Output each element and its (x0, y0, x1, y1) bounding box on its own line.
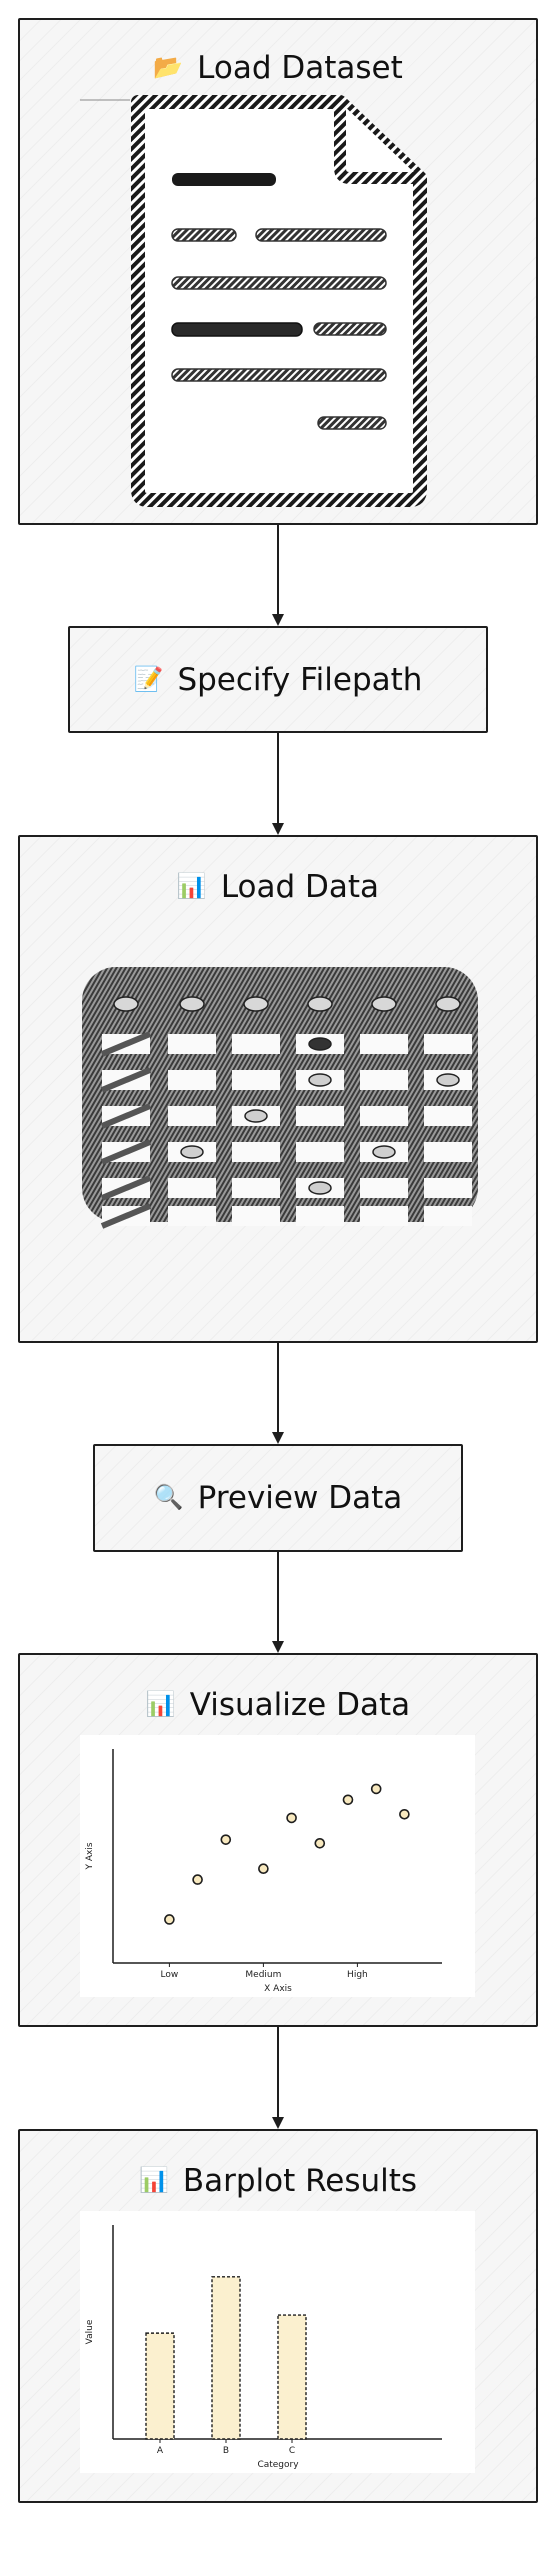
header-pill (243, 996, 269, 1012)
step-title: 📊 Load Data (20, 869, 536, 905)
cell-pill (308, 1037, 332, 1051)
cell-pill (436, 1073, 460, 1087)
table-cell (232, 1206, 280, 1226)
scatter-point (164, 1914, 175, 1925)
x-tick-label: B (223, 2446, 229, 2456)
bar (277, 2314, 307, 2440)
step-preview-data[interactable]: 🔍 Preview Data (93, 1444, 463, 1552)
header-pill (179, 996, 205, 1012)
scatter-point (286, 1812, 297, 1824)
row-header-hatch (100, 1031, 152, 1057)
table-cell (360, 1206, 408, 1226)
bar-chart-icon: 📊 (145, 1690, 176, 1718)
step-load-dataset[interactable]: 📂 Load Dataset (18, 18, 538, 525)
table-cell (360, 1034, 408, 1054)
bar-chart: A B C Category Value (80, 2211, 475, 2473)
step-visualize-data[interactable]: 📊 Visualize Data Low Medium High X Axis Y A… (18, 1653, 538, 2027)
table-cell (424, 1178, 472, 1198)
step-load-data[interactable]: 📊 Load Data (18, 835, 538, 1343)
x-tick-label: High (347, 1970, 368, 1980)
step-title: 📊 Visualize Data (20, 1687, 536, 1723)
cell-pill (244, 1109, 268, 1123)
step-barplot-results[interactable]: 📊 Barplot Results A B C Category Value (18, 2129, 538, 2503)
table-cell (424, 1142, 472, 1162)
header-pill (307, 996, 333, 1012)
table-cell (296, 1106, 344, 1126)
scatter-point (399, 1808, 410, 1820)
step-title-text: Visualize Data (189, 1687, 411, 1723)
x-tick-label: A (157, 2446, 164, 2456)
scatter-point (192, 1874, 203, 1885)
step-specify-filepath[interactable]: 📝 Specify Filepath (68, 626, 488, 733)
step-title-text: Barplot Results (182, 2163, 418, 2199)
step-title: 📂 Load Dataset (20, 50, 536, 86)
x-tick-label: Low (161, 1970, 179, 1980)
step-title-text: Specify Filepath (177, 662, 423, 698)
x-axis-label: X Axis (264, 1984, 292, 1994)
cell-pill (308, 1073, 332, 1087)
table-cell (360, 1178, 408, 1198)
table-cell (232, 1070, 280, 1090)
memo-icon: 📝 (133, 665, 164, 693)
step-title: 📝 Specify Filepath (70, 662, 486, 698)
scatter-chart: Low Medium High X Axis Y Axis (80, 1735, 475, 1997)
table-cell (360, 1070, 408, 1090)
step-title: 🔍 Preview Data (95, 1480, 461, 1516)
header-pill (113, 996, 139, 1012)
cell-pill (308, 1181, 332, 1195)
step-title-text: Preview Data (197, 1480, 403, 1516)
scatter-point (342, 1794, 354, 1806)
bar (211, 2276, 241, 2440)
cell-pill (372, 1145, 396, 1159)
table-cell (168, 1178, 216, 1198)
row-header-hatch (100, 1067, 152, 1093)
bar (145, 2332, 175, 2440)
table-cell (232, 1178, 280, 1198)
table-cell (168, 1070, 216, 1090)
table-cell (296, 1206, 344, 1226)
row-header-hatch (100, 1175, 152, 1201)
row-header-hatch (100, 1203, 152, 1229)
x-axis-label: Category (257, 2460, 299, 2470)
table-cell (232, 1034, 280, 1054)
table-cell (232, 1142, 280, 1162)
row-header-hatch (100, 1139, 152, 1165)
folder-icon: 📂 (153, 53, 184, 81)
table-cell (168, 1034, 216, 1054)
header-pill (435, 996, 461, 1012)
step-title-text: Load Data (220, 869, 380, 905)
header-pill (371, 996, 397, 1012)
scatter-point (314, 1838, 326, 1849)
row-header-hatch (100, 1103, 152, 1129)
bar-chart-icon: 📊 (138, 2166, 169, 2194)
y-axis-label: Value (85, 2319, 95, 2344)
y-axis-label: Y Axis (85, 1842, 95, 1870)
step-title-text: Load Dataset (197, 50, 403, 86)
x-tick-label: Medium (245, 1970, 281, 1980)
table-cell (360, 1106, 408, 1126)
bar-chart-icon: 📊 (176, 872, 207, 900)
table-cell (168, 1206, 216, 1226)
magnifier-icon: 🔍 (153, 1483, 184, 1511)
table-cell (168, 1106, 216, 1126)
table-cell (296, 1142, 344, 1162)
spreadsheet-icon (82, 967, 478, 1229)
scatter-point (258, 1863, 269, 1874)
cell-pill (180, 1145, 204, 1159)
document-icon (80, 95, 427, 507)
x-tick-label: C (289, 2446, 295, 2456)
scatter-point (370, 1783, 382, 1795)
scatter-point (220, 1834, 232, 1845)
table-cell (424, 1106, 472, 1126)
table-cell (424, 1206, 472, 1226)
step-title: 📊 Barplot Results (20, 2163, 536, 2199)
table-cell (424, 1034, 472, 1054)
